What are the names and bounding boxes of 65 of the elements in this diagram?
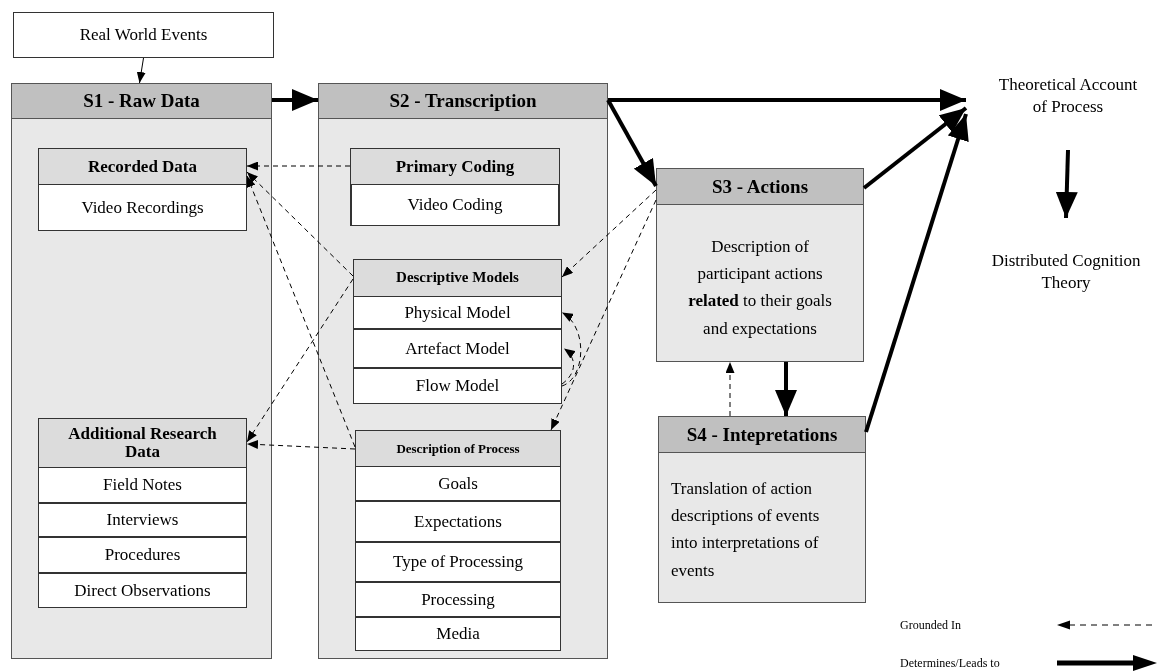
row-label: Video Coding xyxy=(407,195,503,215)
table-row xyxy=(355,582,561,617)
category-header: Description of Process xyxy=(356,431,560,467)
category-table xyxy=(353,259,562,404)
arrow xyxy=(1055,149,1078,219)
arrow xyxy=(272,89,318,111)
row-label: Processing xyxy=(421,589,495,610)
stage-panel xyxy=(656,168,864,362)
row-label: Field Notes xyxy=(103,475,182,495)
concept-text: Theoretical Account of Process xyxy=(997,74,1139,119)
table-row xyxy=(38,537,247,573)
category-table xyxy=(38,418,247,608)
legend-label: Determines/Leads to xyxy=(900,655,1001,671)
category-table xyxy=(350,148,560,226)
row-label: Expectations xyxy=(414,511,502,532)
concept-text: Distributed Cognition Theory xyxy=(991,249,1141,294)
stage-header: S2 - Transcription xyxy=(319,84,607,119)
source-box xyxy=(13,12,274,58)
category-header: Additional Research Data xyxy=(39,419,246,468)
row-label: Interviews xyxy=(106,510,179,530)
stage-panel xyxy=(658,416,866,603)
category-table xyxy=(355,430,561,651)
dashed-arrow xyxy=(725,361,735,417)
dashed-arrow xyxy=(550,199,657,431)
dashed-arrow xyxy=(246,175,356,448)
table-row xyxy=(355,542,561,582)
arrow xyxy=(775,362,797,416)
row-label: Procedures xyxy=(104,545,181,565)
dashed-arrow xyxy=(561,189,657,278)
stage-header: S3 - Actions xyxy=(657,169,863,205)
row-label: Artefact Model xyxy=(405,338,510,359)
table-row xyxy=(353,329,562,368)
dashed-arrow xyxy=(246,440,356,450)
table-row xyxy=(355,501,561,542)
box-label: Real World Events xyxy=(79,25,208,45)
dashed-arrow xyxy=(561,348,576,385)
stage-panel xyxy=(318,83,608,659)
row-label: Flow Model xyxy=(415,376,500,396)
arrow xyxy=(136,57,146,84)
category-header: Primary Coding xyxy=(351,149,559,185)
stage-header: S1 - Raw Data xyxy=(12,84,271,119)
dashed-arrow xyxy=(246,161,351,171)
category-header: Descriptive Models xyxy=(354,260,561,297)
table-row xyxy=(38,503,247,537)
arrow xyxy=(862,106,968,190)
table-row xyxy=(351,184,559,226)
dashed-arrow xyxy=(246,278,354,443)
row-label: Video Recordings xyxy=(81,197,204,218)
row-label: Physical Model xyxy=(404,302,511,323)
arrow xyxy=(606,99,658,187)
stage-description: Translation of action descriptions of events into interpretations of events xyxy=(670,478,821,582)
category-header: Recorded Data xyxy=(39,149,246,185)
row-label: Type of Processing xyxy=(392,552,524,572)
dashed-arrow xyxy=(246,171,354,277)
arrow xyxy=(864,113,969,433)
stage-header: S4 - Intepretations xyxy=(659,417,865,453)
row-label: Goals xyxy=(438,473,478,494)
dashed-arrow xyxy=(561,312,582,387)
stage-description: Description of participant actions related to their goals and expectations xyxy=(687,236,833,340)
category-table xyxy=(38,148,247,231)
arrow xyxy=(608,89,966,111)
stage-panel xyxy=(11,83,272,659)
legend-label: Grounded In xyxy=(900,617,962,633)
row-label: Direct Observations xyxy=(74,580,211,601)
row-label: Media xyxy=(436,624,480,644)
